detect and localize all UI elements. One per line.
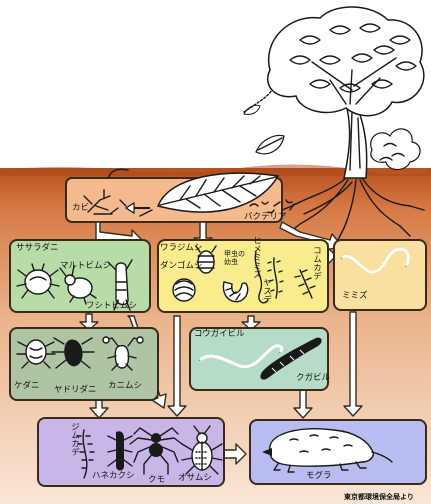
enchytraeid-label: ヒメミミズ	[252, 236, 261, 279]
mold-label: カビ	[72, 204, 89, 213]
centipede-label: ジムカデ	[70, 422, 79, 456]
oribatid-mite-label: ササラダニ	[16, 244, 59, 253]
spider-label: クモ	[148, 476, 165, 485]
earthworm-label: ミミズ	[342, 292, 368, 301]
mole-label: モグラ	[306, 472, 332, 481]
land-leech-label: クガビル	[296, 374, 330, 383]
land-planarian-label: コウガイビル	[194, 330, 245, 339]
elongate-springtail-label: フシトビムシ	[86, 302, 137, 311]
rove-beetle-label: ハネカクシ	[92, 472, 135, 481]
credit-text: 東京都環境保全局より	[344, 494, 414, 501]
pill-bug-label: ダンゴムシ	[160, 262, 203, 271]
mesostigmatid-mite-label: ヤドリダニ	[54, 386, 97, 395]
trombidiid-mite-label: ケダニ	[14, 382, 40, 391]
pseudoscorpion-label: カニムシ	[108, 382, 142, 391]
symphylan-label: コムカデ	[312, 246, 321, 280]
bacteria-label: バクテリア	[244, 213, 287, 222]
beetle-larva-label: 甲虫の幼虫	[224, 250, 246, 266]
falling-leaf-icon	[244, 90, 284, 154]
woodlouse-label: ワラジムシ	[160, 244, 202, 253]
pill-bug-icon	[173, 279, 195, 301]
millipede-label: ヤスデ	[262, 278, 271, 304]
round-springtail-label: マルトビムシ	[60, 262, 111, 271]
ground-beetle-label: オサムシ	[178, 474, 212, 483]
